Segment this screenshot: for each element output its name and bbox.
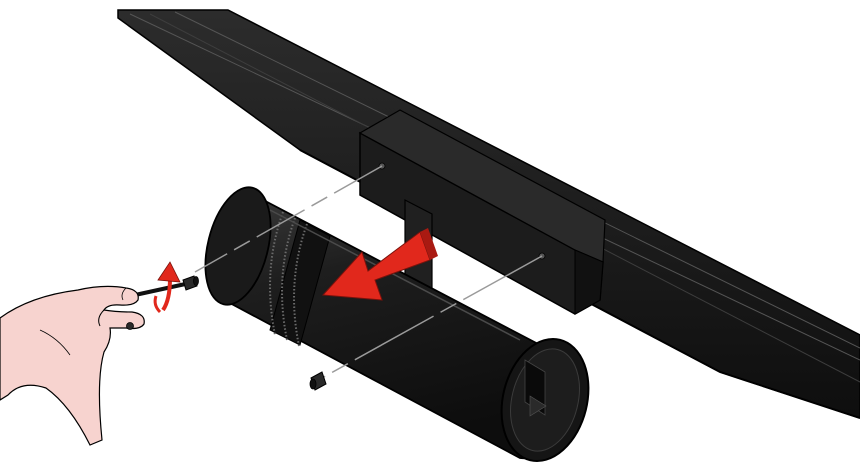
cylindrical-spotlight (204, 186, 590, 463)
rotation-arrow (153, 261, 181, 314)
direction-arrow (321, 228, 438, 301)
knurled-ring (269, 211, 331, 347)
hand (0, 285, 145, 446)
set-screw (309, 371, 327, 391)
allen-key (133, 275, 199, 297)
mounting-bracket (358, 109, 606, 315)
guide-lines (194, 165, 543, 379)
